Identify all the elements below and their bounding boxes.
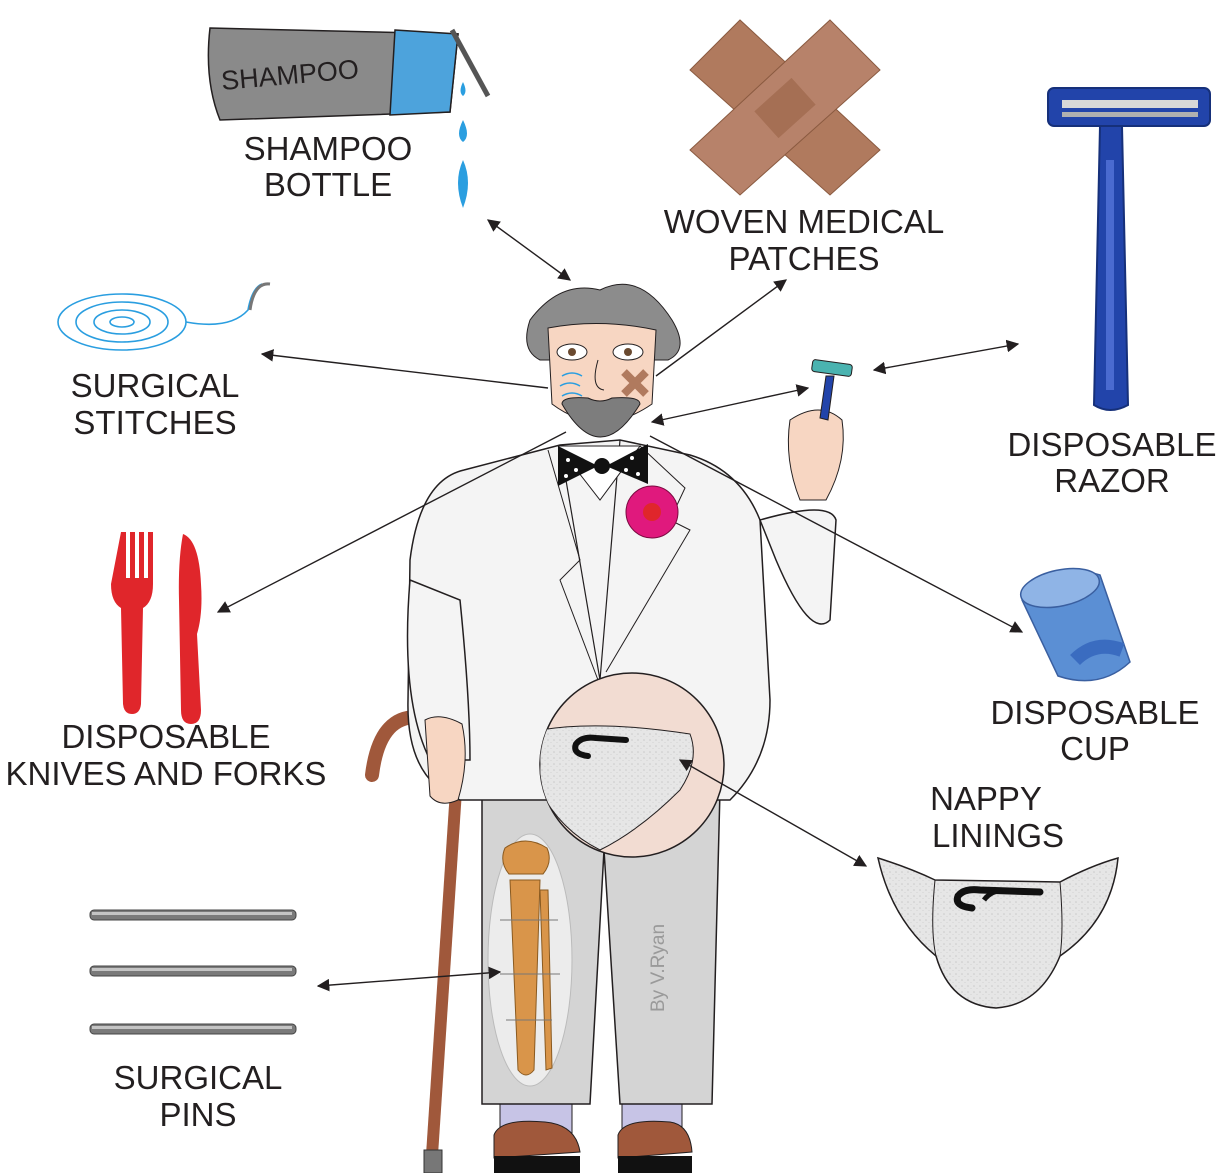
old-man-figure: By V.Ryan: [372, 284, 853, 1173]
cup-label-line1: DISPOSABLE: [990, 694, 1199, 731]
cutlery-label-line2: KNIVES AND FORKS: [6, 755, 327, 792]
surgical-pins-illustration: [90, 910, 296, 1034]
shampoo-label-line1: SHAMPOO: [244, 130, 413, 167]
nappy-label-line1: NAPPY: [930, 780, 1042, 817]
stitches-label-line1: SURGICAL: [71, 367, 240, 404]
nappy-zoom-inset: [540, 673, 724, 857]
nappy-lining-illustration: [878, 858, 1118, 1008]
cup-label-line2: CUP: [1060, 730, 1130, 767]
stitches-label-line2: STITCHES: [73, 404, 236, 441]
razor-label-line1: DISPOSABLE: [1007, 426, 1216, 463]
surgical-stitches-illustration: [58, 284, 270, 350]
patches-label-line1: WOVEN MEDICAL: [664, 203, 945, 240]
flower-buttonhole: [626, 486, 678, 538]
knife-fork-illustration: [111, 532, 202, 724]
disposable-cup-illustration: [1017, 562, 1130, 681]
woven-patches-illustration: [690, 20, 880, 195]
signature-text: By V.Ryan: [648, 924, 669, 1012]
patches-label-line2: PATCHES: [729, 240, 880, 277]
disposable-razor-illustration: [1048, 88, 1210, 410]
pins-label-line1: SURGICAL: [114, 1059, 283, 1096]
cutlery-label-line1: DISPOSABLE: [61, 718, 270, 755]
pins-label-line2: PINS: [159, 1096, 236, 1133]
shampoo-label-line2: BOTTLE: [264, 166, 392, 203]
nappy-label-line2: LININGS: [932, 817, 1064, 854]
razor-label-line2: RAZOR: [1054, 462, 1170, 499]
